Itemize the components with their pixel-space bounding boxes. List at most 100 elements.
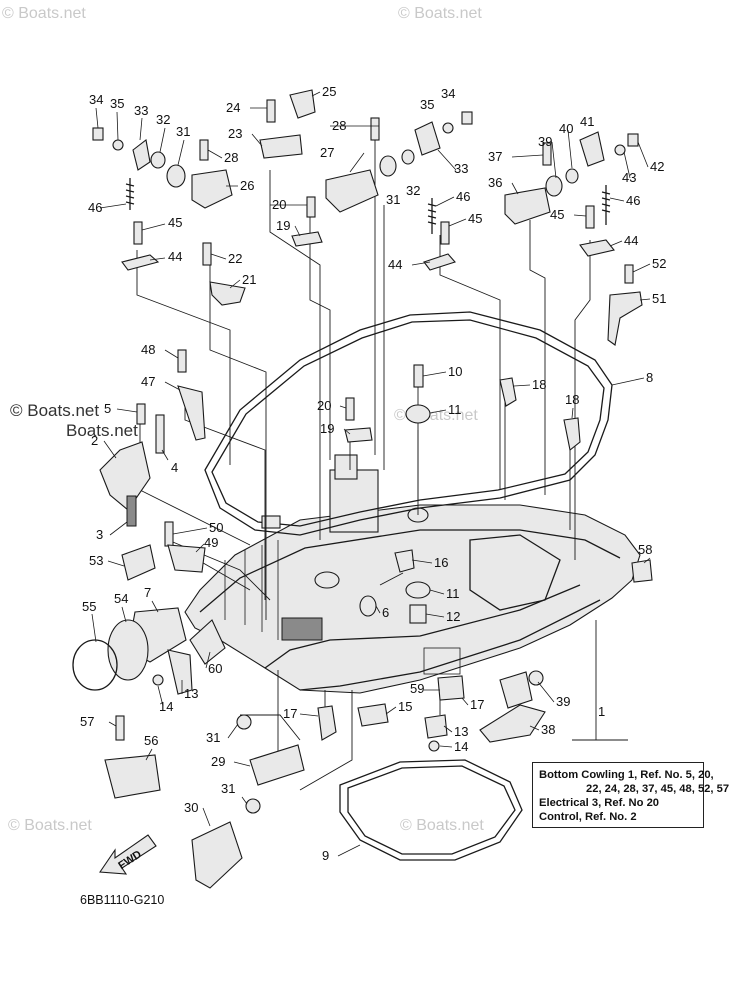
callout-46: 46: [88, 200, 102, 215]
callout-30: 30: [184, 800, 198, 815]
grommet-17: [437, 675, 465, 701]
callout-18: 18: [532, 377, 546, 392]
cover-30: [191, 821, 243, 889]
callout-25: 25: [322, 84, 336, 99]
callout-33: 33: [454, 161, 468, 176]
bolt-45: [440, 221, 450, 245]
bracket-41: [579, 131, 605, 167]
pin-4: [155, 414, 165, 454]
callout-13: 13: [454, 724, 468, 739]
callout-33: 33: [134, 103, 148, 118]
callout-28: 28: [332, 118, 346, 133]
callout-3: 3: [96, 527, 103, 542]
plug-6: [359, 595, 377, 617]
callout-5: 5: [104, 401, 111, 416]
callout-24: 24: [226, 100, 240, 115]
bottom-cowling: [184, 454, 641, 694]
screw-28: [199, 139, 209, 161]
callout-9: 9: [322, 848, 329, 863]
callout-52: 52: [652, 256, 666, 271]
clamp-53: [121, 544, 156, 581]
bolt-57: [115, 715, 125, 741]
callout-59: 59: [410, 681, 424, 696]
washer-35: [112, 139, 124, 151]
callout-19: 19: [320, 421, 334, 436]
watermark: © Boats.net: [2, 5, 86, 22]
callout-20: 20: [272, 197, 286, 212]
exploded-view-drawing: © Boats.net © Boats.net © Boats.net Boat…: [2, 5, 666, 889]
callout-1: 1: [598, 704, 605, 719]
leader-lines: [136, 140, 628, 791]
bolt-52: [624, 264, 634, 284]
callout-32: 32: [156, 112, 170, 127]
bolt-45: [585, 205, 595, 229]
callout-53: 53: [89, 553, 103, 568]
holder-36: [504, 187, 551, 225]
grommet-32: [150, 151, 166, 169]
bracket-21: [209, 281, 246, 306]
grommet-39: [545, 175, 563, 197]
callout-31: 31: [386, 192, 400, 207]
bracket-47: [177, 385, 206, 441]
callout-51: 51: [652, 291, 666, 306]
callout-44: 44: [388, 257, 402, 272]
grommet-39: [528, 670, 544, 686]
clamp-55: [72, 639, 118, 691]
callout-45: 45: [168, 215, 182, 230]
callout-44: 44: [168, 249, 182, 264]
callout-7: 7: [144, 585, 151, 600]
screw-50: [164, 521, 174, 547]
bolt-10: [413, 364, 424, 388]
grommet-15: [357, 703, 389, 727]
bolt-24: [266, 99, 276, 123]
holder-27: [325, 169, 379, 213]
callout-31: 31: [206, 730, 220, 745]
callout-39: 39: [556, 694, 570, 709]
grommet-31: [166, 164, 186, 188]
cover-29: [249, 744, 305, 786]
callout-35: 35: [420, 97, 434, 112]
bottom-gasket-9: [339, 759, 523, 861]
callout-31: 31: [176, 124, 190, 139]
callout-57: 57: [80, 714, 94, 729]
clip-25: [289, 89, 316, 119]
callout-35: 35: [110, 96, 124, 111]
callout-29: 29: [211, 754, 225, 769]
callout-18: 18: [565, 392, 579, 407]
clamp-56: [104, 754, 161, 799]
label-58: [631, 559, 653, 583]
note-line: Bottom Cowling 1, Ref. No. 5, 20,: [539, 769, 714, 781]
callout-48: 48: [141, 342, 155, 357]
callout-46: 46: [626, 193, 640, 208]
callout-37: 37: [488, 149, 502, 164]
callout-15: 15: [398, 699, 412, 714]
callout-4: 4: [171, 460, 178, 475]
holder-23: [259, 134, 303, 159]
grommet-13: [167, 649, 193, 695]
callout-14: 14: [159, 699, 173, 714]
callout-46: 46: [456, 189, 470, 204]
callout-45: 45: [468, 211, 482, 226]
bolt-34: [461, 111, 473, 125]
callout-32: 32: [406, 183, 420, 198]
screw-28: [370, 117, 380, 141]
callout-60: 60: [208, 661, 222, 676]
grommet-31: [245, 798, 261, 814]
note-line: Electrical 3, Ref. No 20: [539, 797, 660, 809]
plate-44: [579, 239, 615, 257]
holder-26: [191, 169, 233, 209]
grommet-17: [317, 705, 337, 741]
bolt-5: [136, 403, 146, 425]
bolt-42: [627, 133, 639, 147]
callout-28: 28: [224, 150, 238, 165]
bolt-48: [177, 349, 187, 373]
grommet-31: [236, 714, 252, 730]
watermark: © Boats.net: [8, 817, 92, 834]
callout-10: 10: [448, 364, 462, 379]
washer-35: [442, 122, 454, 134]
callout-23: 23: [228, 126, 242, 141]
plate-44: [423, 253, 456, 271]
watermark: Boats.net: [66, 421, 138, 440]
callout-41: 41: [580, 114, 594, 129]
damper-19: [344, 427, 373, 443]
